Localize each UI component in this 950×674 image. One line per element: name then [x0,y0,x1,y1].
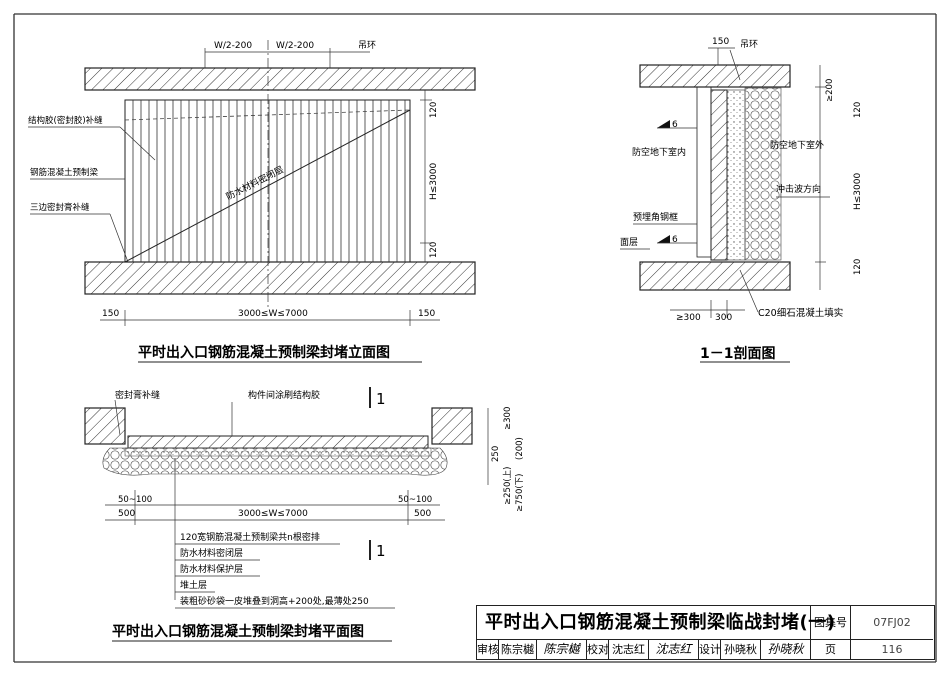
label-waterproof-layer: 防水材料密闭层 [224,163,286,202]
plan-dim-200: (200) [515,437,525,460]
label-structural-glue: 结构胶(密封胶)补缝 [28,115,103,126]
signature-row: 审核 陈宗樾 陈宗樾 校对 沈志红 沈志红 设计 孙晓秋 孙晓秋 页 116 [477,640,933,659]
section-label-embedded-angle: 预埋角钢框 [633,211,678,223]
plan-label-glue: 构件间涂刷结构胶 [248,389,320,401]
top-slab [84,67,476,91]
plan-dim-300: ≥300 [503,407,513,430]
section-top-slab [639,64,791,88]
section-dim-150: 150 [712,37,729,47]
dim-150-left: 150 [102,309,119,319]
plan-dim-500-left: 500 [118,509,135,519]
section-weld-6-bottom: 6 [672,235,678,245]
plan-dim-500-right: 500 [414,509,431,519]
section-angle-frame [696,86,712,258]
section-bottom-slab [639,261,791,291]
plan-wall-left [84,407,126,445]
review-name: 陈宗樾 [499,640,537,659]
elevation-title: 平时出入口钢筋混凝土预制梁封堵立面图 [138,344,390,361]
design-label: 设计 [699,640,721,659]
plan-view: 密封膏补缝 构件间涂刷结构胶 1 1 ≥300 250 (200) ≥250(上… [84,387,525,642]
weld-symbol-top [657,120,670,128]
section-dim-300: ≥300 [676,313,701,323]
plan-legend-item: 防水材料密闭层 [180,547,243,559]
plan-dim-250: 250 [491,446,501,462]
plan-legend-item: 装粗砂砂袋一皮堆叠到洞高+200处,最薄处250 [180,595,369,607]
plan-dim-50-100-left: 50~100 [118,495,152,505]
bottom-slab [84,261,476,295]
section-sandbags [744,87,782,261]
section-title: 1－1剖面图 [700,345,775,362]
plan-dim-250-up: ≥250(上) [503,467,513,505]
label-sealant-three-sides: 三边密封膏补缝 [30,202,90,213]
section-label-shock-direction: 冲击波方向 [776,183,821,195]
title-block: 平时出入口钢筋混凝土预制梁临战封堵(一) 图集号 07FJ02 审核 陈宗樾 陈… [476,605,935,660]
plan-label-sealant: 密封膏补缝 [115,389,160,401]
review-signature: 陈宗樾 [537,640,587,659]
dim-120-top: 120 [429,102,439,118]
section-dim-300b: 300 [715,313,732,323]
section-weld-6-top: 6 [672,120,678,130]
check-signature: 沈志红 [649,640,699,659]
beam-lines [132,100,406,262]
plan-section-mark-bottom: 1 [376,542,386,560]
plan-legend-item: 120宽钢筋混凝土预制梁共n根密排 [180,531,320,543]
atlas-number: 07FJ02 [851,606,933,640]
section-label-indoor: 防空地下室内 [632,146,686,158]
plan-wall-right [431,407,473,445]
section-label-surface: 面层 [620,237,638,248]
label-hook: 吊环 [358,40,376,51]
beam-panel [124,99,411,263]
top-edge-line [124,109,411,121]
atlas-label: 图集号 [811,606,851,640]
drawing-title: 平时出入口钢筋混凝土预制梁临战封堵(一) [477,606,835,640]
check-label: 校对 [587,640,609,659]
plan-fill-layer [124,447,432,457]
section-label-outdoor: 防空地下室外 [770,139,824,151]
waterproof-diagonal [124,109,411,263]
dim-120-bottom: 120 [429,242,439,258]
plan-dim-width: 3000≤W≤7000 [238,509,308,519]
dim-width: 3000≤W≤7000 [238,309,308,319]
review-label: 审核 [477,640,499,659]
design-name: 孙晓秋 [721,640,761,659]
plan-legend: 120宽钢筋混凝土预制梁共n根密排 防水材料密闭层 防水材料保护层 堆土层 装粗… [175,531,395,609]
dim-height: H≤3000 [429,163,439,200]
section-dim-120-top: 120 [853,102,863,118]
page-label: 页 [811,640,851,659]
sheet-frame [13,13,937,663]
dim-top-right: W/2-200 [276,41,314,51]
section-view: 150 吊环 ≥200 120 6 防空地下室内 防空地下室外 冲击波方向 H≤… [620,37,863,363]
page-number: 116 [881,643,903,656]
elevation-view: W/2-200 W/2-200 吊环 结构胶(密封胶)补缝 钢筋混凝土预制梁 三… [28,40,476,363]
plan-dim-750-down: ≥750(下) [515,474,525,512]
label-precast-beam: 钢筋混凝土预制梁 [30,167,99,178]
section-dim-120-bottom: 120 [853,259,863,275]
plan-beam-row [127,435,429,449]
design-signature: 孙晓秋 [761,640,811,659]
section-label-hook: 吊环 [740,39,758,50]
section-beam [710,89,728,261]
plan-section-mark-top: 1 [376,390,386,408]
weld-symbol-bottom [657,235,670,243]
dim-150-right: 150 [418,309,435,319]
dim-top-left: W/2-200 [214,41,252,51]
section-label-c20: C20细石混凝土填实 [758,307,843,319]
section-dim-200: ≥200 [825,79,835,102]
plan-legend-item: 堆土层 [180,579,207,591]
section-dim-height: H≤3000 [853,173,863,210]
plan-legend-item: 防水材料保护层 [180,563,243,575]
check-name: 沈志红 [609,640,649,659]
plan-title: 平时出入口钢筋混凝土预制梁封堵平面图 [112,623,364,640]
section-fill [726,89,746,261]
plan-dim-50-100-right: 50~100 [398,495,432,505]
